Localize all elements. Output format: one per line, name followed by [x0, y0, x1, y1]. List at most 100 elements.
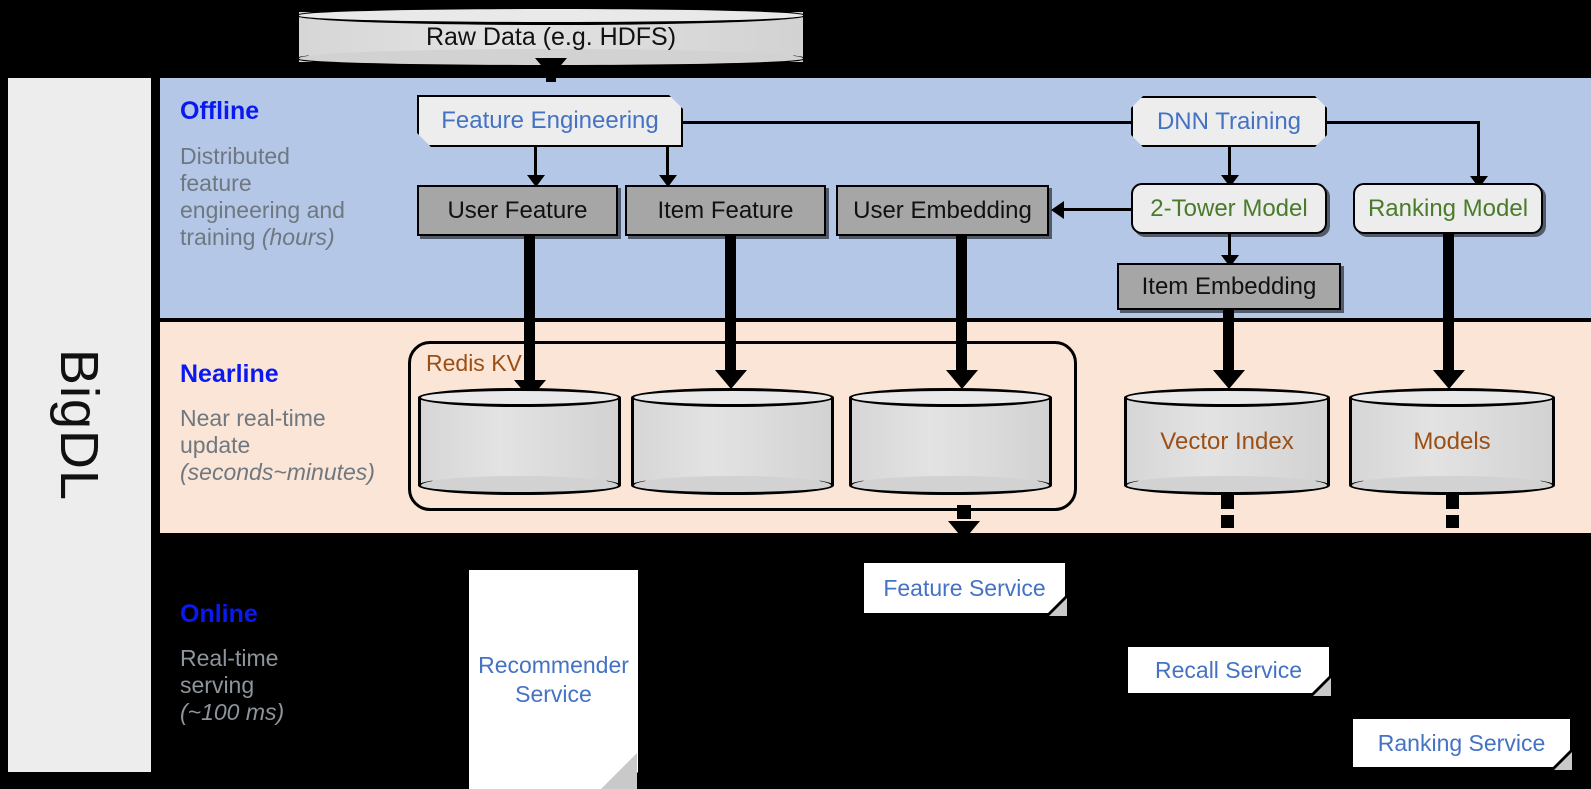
user-embedding-label: User Embedding	[853, 196, 1032, 224]
arrowhead-itemembedding-vectorindex	[1213, 370, 1245, 389]
dash-featureservice-1	[957, 505, 971, 519]
store-label	[418, 388, 621, 495]
feature-service-label: Feature Service	[883, 574, 1046, 601]
user-embedding-box[interactable]: User Embedding	[836, 185, 1049, 236]
connector-2tower-itemembedding	[1228, 234, 1231, 261]
flow-itemembedding-vectorindex	[1223, 310, 1234, 378]
cylinder-bottom	[631, 475, 834, 495]
recommender-service-box[interactable]: Recommender Service	[469, 570, 638, 789]
cylinder-bottom	[1349, 475, 1555, 495]
ranking-service-box[interactable]: Ranking Service	[1353, 719, 1570, 767]
vector-index-label: Vector Index	[1160, 427, 1294, 455]
nearline-sub-line-2: update	[180, 432, 410, 459]
item-feature-label: Item Feature	[657, 196, 794, 224]
cylinder-body	[631, 397, 834, 486]
ranking-model-label: Ranking Model	[1367, 194, 1529, 222]
dash-recall-1	[1221, 495, 1234, 509]
cylinder-body	[849, 397, 1052, 486]
store-cylinder-user-embedding[interactable]	[849, 388, 1052, 495]
recall-service-box[interactable]: Recall Service	[1128, 647, 1329, 693]
dash-ranking-2	[1446, 515, 1459, 528]
online-title: Online	[180, 600, 258, 628]
cylinder-top	[631, 388, 834, 408]
feature-service-box[interactable]: Feature Service	[864, 563, 1065, 613]
offline-sub-line-2: feature	[180, 170, 252, 197]
connector-dnn-ranking-v	[1477, 121, 1480, 179]
bigdl-text: BigDL	[49, 348, 110, 502]
nearline-sub-line-1: Near real-time	[180, 405, 326, 431]
cylinder-body	[1124, 397, 1330, 486]
arrowhead-fe-itemfeature	[659, 175, 677, 187]
dnn-training-label: DNN Training	[1156, 107, 1302, 135]
offline-sub-line-3: engineering and	[180, 197, 345, 224]
arrowhead-userembedding-store	[946, 370, 978, 389]
cylinder-body	[1349, 397, 1555, 486]
cylinder-bottom	[1124, 475, 1330, 495]
bigdl-platform-label: BigDL	[8, 78, 151, 772]
flow-rankingmodel-models	[1443, 234, 1454, 378]
arrowhead-rankingmodel-models	[1433, 370, 1465, 389]
ranking-model-box[interactable]: Ranking Model	[1353, 183, 1543, 234]
online-sub-line-2: serving	[180, 672, 255, 699]
feature-engineering-box[interactable]: Feature Engineering	[417, 95, 683, 147]
cylinder-top	[418, 388, 621, 408]
offline-title: Offline	[180, 97, 260, 125]
dash-recall-2	[1221, 515, 1234, 528]
dash-ranking-1	[1446, 495, 1459, 509]
connector-2tower-userembedding	[1064, 208, 1132, 211]
cylinder-body	[418, 397, 621, 486]
raw-data-cylinder: Raw Data (e.g. HDFS)	[296, 6, 806, 68]
recommender-service-label: Recommender Service	[478, 651, 629, 707]
item-embedding-box[interactable]: Item Embedding	[1117, 263, 1341, 310]
raw-data-label: Raw Data (e.g. HDFS)	[425, 22, 677, 51]
offline-sub-line-4: training (hours)	[180, 224, 395, 251]
bigdl-rail	[8, 78, 151, 772]
flow-userembedding-store	[956, 236, 967, 379]
connector-dnn-ranking-h	[1327, 121, 1480, 124]
arrowhead-fe-userfeature	[527, 175, 545, 187]
ranking-service-label: Ranking Service	[1377, 729, 1546, 756]
cylinder-top	[1349, 388, 1555, 408]
connector-dnn-2tower	[1228, 147, 1231, 178]
store-cylinder-item-feature[interactable]	[631, 388, 834, 495]
user-feature-box[interactable]: User Feature	[417, 185, 618, 236]
arrowhead-rawdata-fe	[535, 58, 567, 77]
connector-fe-userfeature	[534, 147, 537, 178]
connector-fe-dnn	[683, 121, 1147, 124]
flow-userfeature-store	[524, 236, 535, 389]
offline-sub-line-1: Distributed	[180, 143, 290, 169]
offline-subtitle: Distributed feature engineering and trai…	[180, 143, 395, 252]
connector-fe-itemfeature	[666, 147, 669, 178]
arrowhead-featureservice	[948, 521, 980, 540]
offline-sub-line-4-text: training	[180, 224, 262, 251]
cylinder-top	[849, 388, 1052, 408]
feature-engineering-label: Feature Engineering	[441, 107, 659, 134]
cylinder-top	[296, 6, 806, 25]
models-label: Models	[1413, 427, 1491, 455]
models-cylinder[interactable]: Models	[1349, 388, 1555, 495]
item-embedding-label: Item Embedding	[1141, 272, 1317, 300]
offline-sub-italic: (hours)	[261, 224, 335, 251]
arrowhead-2tower-userembedding	[1051, 201, 1064, 219]
two-tower-model-box[interactable]: 2-Tower Model	[1131, 183, 1327, 234]
nearline-sub-line-2-text: update	[180, 432, 251, 459]
store-label	[631, 388, 834, 495]
cylinder-bottom	[849, 475, 1052, 495]
nearline-subtitle: Near real-time update (seconds~minutes)	[180, 405, 410, 486]
two-tower-model-label: 2-Tower Model	[1150, 194, 1308, 222]
arrowhead-itemfeature-store	[715, 370, 747, 389]
online-sub-italic: (~100 ms)	[180, 699, 285, 726]
store-label	[849, 388, 1052, 495]
redis-kv-group	[408, 341, 1077, 511]
user-feature-label: User Feature	[447, 196, 588, 224]
online-sub-line-1: Real-time	[180, 645, 279, 671]
recall-service-label: Recall Service	[1155, 656, 1302, 683]
vector-index-cylinder[interactable]: Vector Index	[1124, 388, 1330, 495]
dnn-training-box[interactable]: DNN Training	[1131, 96, 1327, 147]
online-subtitle: Real-time serving (~100 ms)	[180, 645, 410, 726]
item-feature-box[interactable]: Item Feature	[625, 185, 826, 236]
store-cylinder-user-feature[interactable]	[418, 388, 621, 495]
nearline-sub-italic: (seconds~minutes)	[180, 459, 375, 486]
flow-itemfeature-store	[725, 236, 736, 379]
